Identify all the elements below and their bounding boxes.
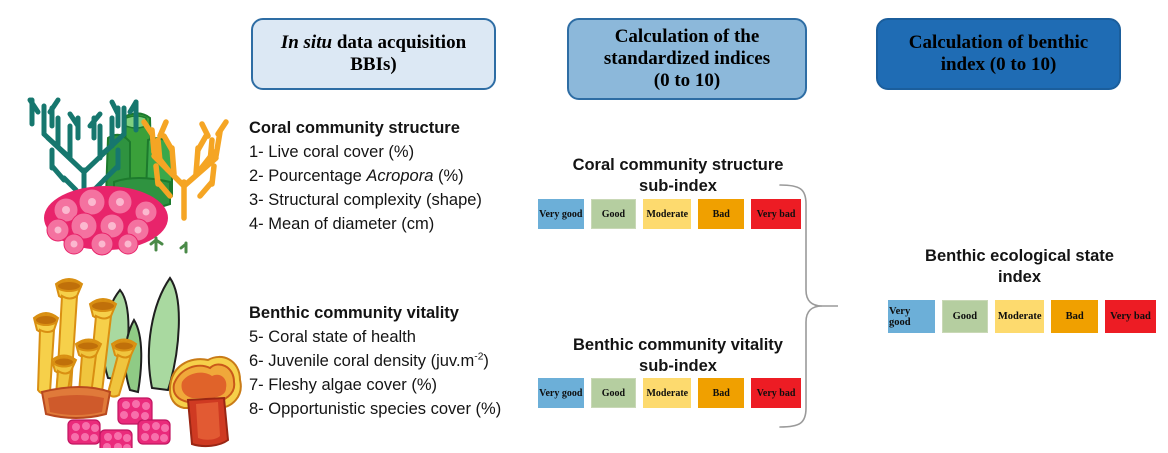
list-item-text: Opportunistic species cover (%) <box>268 399 502 418</box>
header-benthic-line2: index (0 to 10) <box>940 54 1057 75</box>
list-item: 1- Live coral cover (%) <box>249 141 482 165</box>
list-item-number: 2- <box>249 166 264 185</box>
pink-coral-nubs-icon <box>67 397 171 448</box>
list-item-number: 5- <box>249 327 264 346</box>
list-item: 2- Pourcentage Acropora (%) <box>249 165 482 189</box>
curly-brace-connector-icon <box>779 184 838 428</box>
quality-segment-good: Good <box>590 199 637 229</box>
subindex-title-line2: sub-index <box>639 177 717 196</box>
list-item: 6- Juvenile coral density (juv.m-2) <box>249 350 501 374</box>
quality-segment-moderate: Moderate <box>643 378 692 408</box>
list-item: 7- Fleshy algae cover (%) <box>249 374 501 398</box>
index-title-line1: Benthic ecological state <box>925 247 1114 265</box>
subindex-title-line2: sub-index <box>639 357 717 376</box>
list-item-text: Pourcentage <box>268 166 367 185</box>
header-box-benthic-index: Calculation of benthic index (0 to 10) <box>876 18 1121 90</box>
list-item-text: Live coral cover (%) <box>268 142 415 161</box>
header-benthic-line1: Calculation of benthic <box>908 32 1089 54</box>
quality-segment-moderate: Moderate <box>643 199 692 229</box>
list-item-text: Structural complexity (shape) <box>268 190 482 209</box>
small-algae-icon <box>149 236 188 254</box>
orange-branching-coral-icon <box>141 119 229 221</box>
list-item: 3- Structural complexity (shape) <box>249 189 482 213</box>
list-item-number: 8- <box>249 399 264 418</box>
header-insitu-italic: In situ <box>280 32 333 54</box>
list-item: 4- Mean of diameter (cm) <box>249 213 482 237</box>
quality-segment-very-bad: Very bad <box>1104 300 1156 333</box>
subindex-title-line1: Benthic community vitality <box>573 336 783 354</box>
coral-community-illustration <box>27 97 229 256</box>
subindex-title-coral-community-structure: Coral community structure sub-index <box>533 155 823 198</box>
list-item-number: 3- <box>249 190 264 209</box>
list-item-italic-taxon: Acropora <box>366 166 434 185</box>
quality-segment-moderate: Moderate <box>995 300 1045 333</box>
list-item-text-suffix: ) <box>483 351 489 370</box>
header-standardized-line1: Calculation of the <box>614 26 760 48</box>
header-standardized-line2: standardized indices <box>603 48 771 70</box>
benthic-community-illustration <box>32 276 242 448</box>
list-item-text: Fleshy algae cover (%) <box>268 375 437 394</box>
quality-segment-very-good: Very good <box>888 300 935 333</box>
index-title-benthic-ecological-state: Benthic ecological state index <box>872 246 1167 289</box>
quality-segment-very-good: Very good <box>538 199 584 229</box>
list-item-text: Mean of diameter (cm) <box>268 214 435 233</box>
list-heading-benthic-vitality: Benthic community vitality <box>249 304 459 322</box>
yellow-tube-sponge-icon <box>32 278 138 419</box>
subindex-title-line1: Coral community structure <box>572 156 784 174</box>
list-item-text-suffix: (%) <box>433 166 464 185</box>
list-item-number: 6- <box>249 351 264 370</box>
quality-segment-bad: Bad <box>698 378 744 408</box>
header-box-standardized-indices: Calculation of the standardized indices … <box>567 18 807 100</box>
list-item-number: 7- <box>249 375 264 394</box>
quality-segment-very-good: Very good <box>538 378 584 408</box>
list-item-exponent: -2 <box>474 351 484 363</box>
list-item: 5- Coral state of health <box>249 326 501 350</box>
quality-segment-good: Good <box>941 300 989 333</box>
quality-segment-bad: Bad <box>698 199 744 229</box>
list-item: 8- Opportunistic species cover (%) <box>249 398 501 422</box>
list-coral-community-structure: Coral community structure 1- Live coral … <box>249 117 482 237</box>
list-item-text: Juvenile coral density (juv.m <box>268 351 475 370</box>
list-item-number: 4- <box>249 214 264 233</box>
list-item-number: 1- <box>249 142 264 161</box>
orange-anemone-icon <box>168 355 242 448</box>
quality-segment-bad: Bad <box>1051 300 1098 333</box>
quality-segment-good: Good <box>590 378 637 408</box>
subindex-title-benthic-community-vitality: Benthic community vitality sub-index <box>533 335 823 378</box>
list-heading-coral-structure: Coral community structure <box>249 119 460 137</box>
pink-flower-coral-icon <box>44 186 168 256</box>
list-benthic-community-vitality: Benthic community vitality 5- Coral stat… <box>249 302 501 422</box>
list-item-text: Coral state of health <box>268 327 416 346</box>
header-standardized-line3: (0 to 10) <box>653 69 721 91</box>
header-insitu-rest: data acquisition <box>332 32 467 54</box>
index-title-line2: index <box>997 268 1042 287</box>
quality-segment-very-bad: Very bad <box>750 378 802 408</box>
quality-segment-very-bad: Very bad <box>750 199 802 229</box>
header-box-insitu-data-acquisition: In situ data acquisition BBIs) <box>251 18 496 90</box>
header-insitu-line2: BBIs) <box>350 54 397 75</box>
